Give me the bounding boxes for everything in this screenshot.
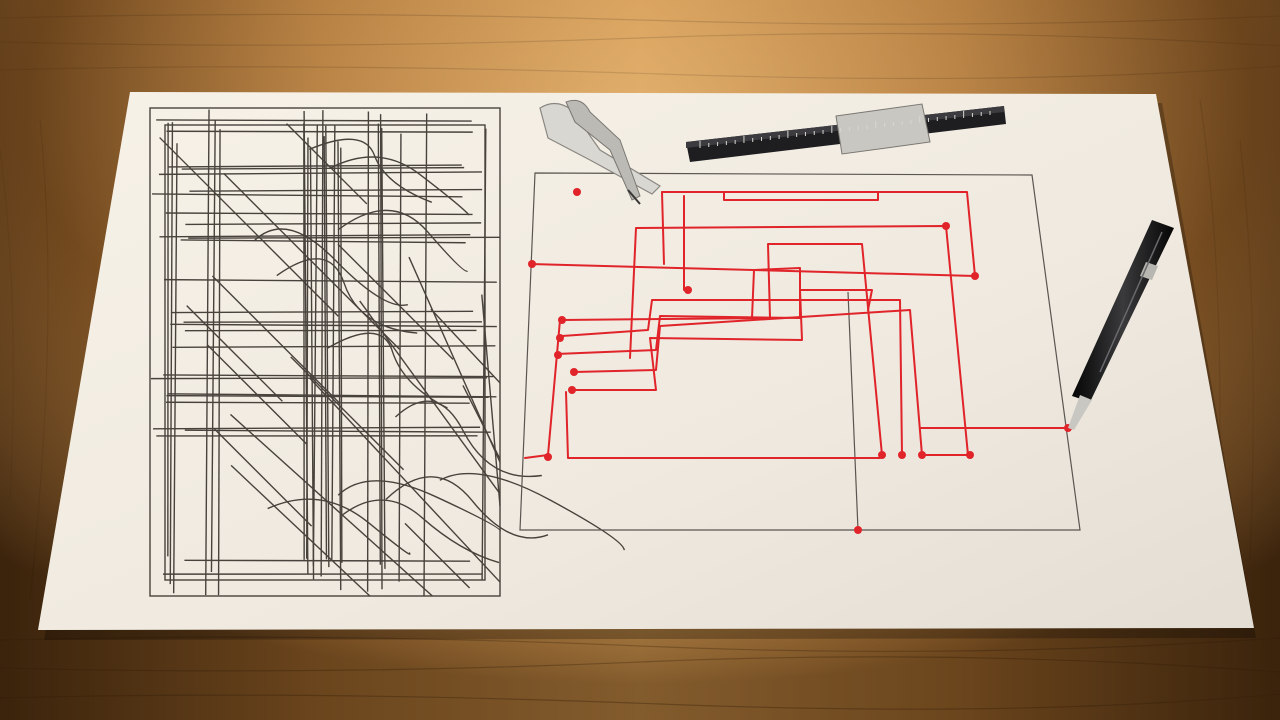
fountain-pen	[1068, 220, 1174, 430]
scale-ruler	[686, 103, 1006, 162]
caliper-tool	[539, 99, 661, 205]
circuit-diagram	[519, 172, 1081, 534]
left-tangled-sketch	[149, 107, 625, 597]
